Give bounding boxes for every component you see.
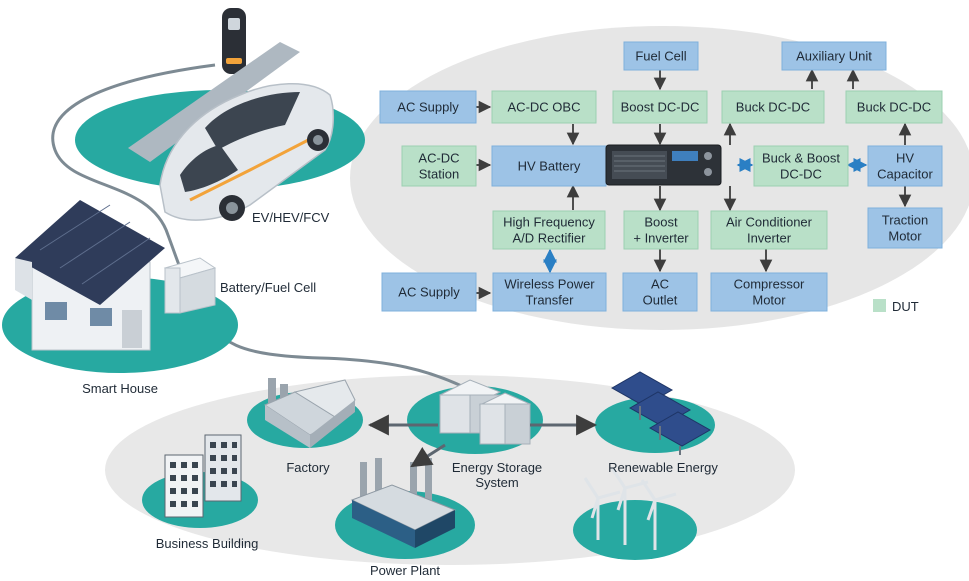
solar-panels-icon xyxy=(610,371,712,455)
block-buck-dcdc-1: Buck DC-DC xyxy=(721,90,825,124)
block-box xyxy=(781,41,887,71)
block-label: Buck DC-DC xyxy=(857,100,931,115)
block-buck-dcdc-2: Buck DC-DC xyxy=(845,90,943,124)
label-smart-house: Smart House xyxy=(82,381,158,396)
block-label: HV Battery xyxy=(518,159,581,174)
label-factory: Factory xyxy=(286,460,330,475)
wind-platform xyxy=(573,500,697,560)
block-label: Motor xyxy=(888,229,922,244)
block-box xyxy=(401,145,477,187)
label-ev: EV/HEV/FCV xyxy=(252,210,330,225)
energy-storage-icon xyxy=(438,379,532,445)
label-renewable-energy: Renewable Energy xyxy=(608,460,718,475)
wind-turbines-icon xyxy=(583,467,677,550)
block-ac-supply-top: AC Supply xyxy=(379,90,477,124)
block-box xyxy=(623,41,699,71)
block-label: Boost xyxy=(644,215,678,230)
block-label: Outlet xyxy=(643,293,678,308)
block-label: DC-DC xyxy=(780,167,822,182)
block-label: Compressor xyxy=(734,277,805,292)
factory-icon xyxy=(263,378,356,448)
block-ac-supply-bottom: AC Supply xyxy=(381,272,477,312)
label-energy-storage-2: System xyxy=(475,475,518,490)
block-label: Buck DC-DC xyxy=(736,100,810,115)
block-label: Motor xyxy=(752,293,786,308)
power-supply-unit-icon xyxy=(605,144,722,186)
block-diagram: Fuel Cell Auxiliary Unit AC Supply AC-DC OB… xyxy=(379,41,943,312)
legend: DUT xyxy=(873,299,919,314)
label-business-building: Business Building xyxy=(156,536,259,551)
block-auxiliary-unit: Auxiliary Unit xyxy=(781,41,887,71)
block-connectors xyxy=(476,68,912,300)
block-box xyxy=(867,145,943,187)
block-box xyxy=(867,207,943,249)
block-hv-battery: HV Battery xyxy=(491,145,607,187)
block-label: + Inverter xyxy=(633,231,689,246)
label-power-plant: Power Plant xyxy=(370,563,440,578)
block-label: AC xyxy=(651,277,669,292)
block-fuel-cell: Fuel Cell xyxy=(623,41,699,71)
block-label: High Frequency xyxy=(503,215,595,230)
block-label: Station xyxy=(419,167,459,182)
bidirectional-connectors xyxy=(543,158,868,274)
power-plant-icon xyxy=(350,458,457,548)
block-acdc-obc: AC-DC OBC xyxy=(491,90,597,124)
grid-arrows xyxy=(367,414,598,468)
electric-car-icon xyxy=(159,83,335,221)
block-label: AC Supply xyxy=(398,285,460,300)
block-label: AC Supply xyxy=(397,100,459,115)
charging-station-icon xyxy=(128,8,300,162)
block-label: Inverter xyxy=(747,231,792,246)
block-label: A/D Rectifier xyxy=(513,231,587,246)
block-box xyxy=(492,272,607,312)
block-boost-dcdc: Boost DC-DC xyxy=(612,90,708,124)
block-box xyxy=(623,210,699,250)
block-label: Auxiliary Unit xyxy=(796,49,872,64)
block-label: Traction xyxy=(882,213,928,228)
block-box xyxy=(379,90,477,124)
block-label: Wireless Power xyxy=(504,277,595,292)
block-label: Transfer xyxy=(526,293,575,308)
smart-house-icon xyxy=(15,200,165,351)
block-box xyxy=(622,272,698,312)
block-box xyxy=(845,90,943,124)
business-building-icon xyxy=(164,434,242,518)
block-label: AC-DC xyxy=(418,151,459,166)
block-label: Boost DC-DC xyxy=(621,100,700,115)
block-box xyxy=(492,210,606,250)
legend-swatch xyxy=(873,299,886,312)
block-label: Fuel Cell xyxy=(635,49,686,64)
charging-cable xyxy=(51,63,216,291)
block-box xyxy=(710,272,828,312)
label-battery-fuel-cell: Battery/Fuel Cell xyxy=(220,280,316,295)
block-label: Air Conditioner xyxy=(726,215,813,230)
block-box xyxy=(381,272,477,312)
block-box xyxy=(721,90,825,124)
label-energy-storage-1: Energy Storage xyxy=(452,460,542,475)
block-label: Buck & Boost xyxy=(762,151,840,166)
block-boost-inverter: Boost+ Inverter xyxy=(623,210,699,250)
battery-fuel-cell-icon xyxy=(163,257,217,314)
block-box xyxy=(491,90,597,124)
block-box xyxy=(612,90,708,124)
block-label: AC-DC OBC xyxy=(508,100,581,115)
block-box xyxy=(491,145,607,187)
block-box xyxy=(710,210,828,250)
legend-label: DUT xyxy=(892,299,919,314)
block-label: HV xyxy=(896,151,914,166)
block-box xyxy=(753,145,849,187)
block-label: Capacitor xyxy=(877,167,933,182)
